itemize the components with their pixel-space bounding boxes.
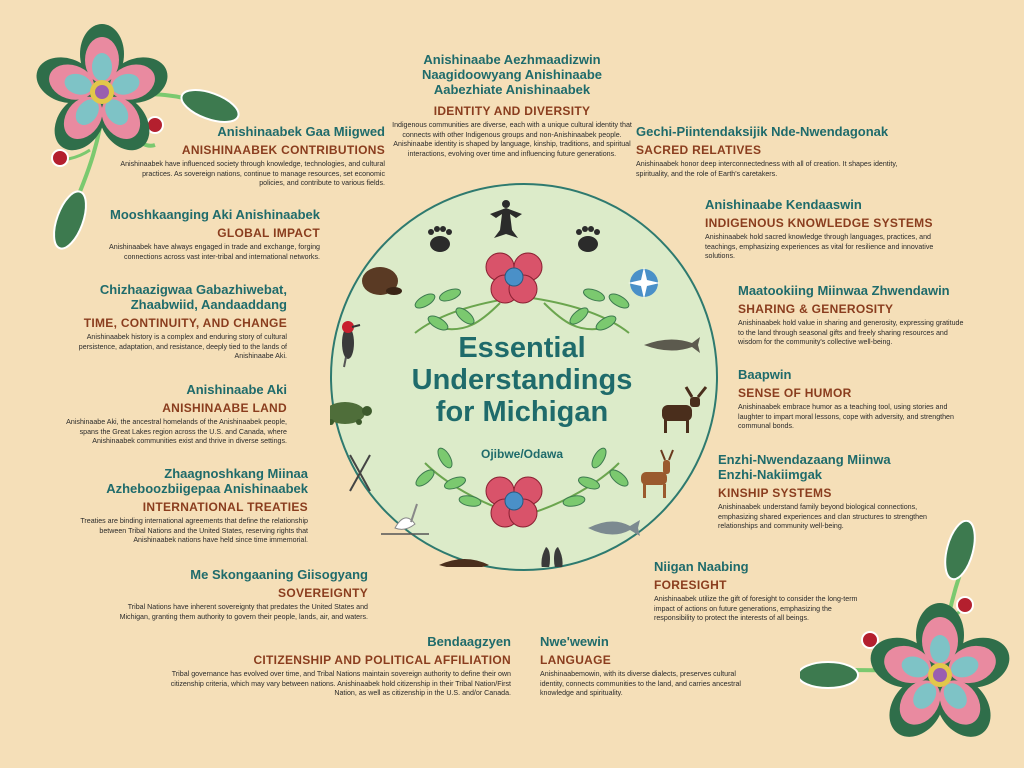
section-ojibwe-title: Niigan Naabing (654, 559, 749, 574)
section-kinship: Enzhi-Nwendazaang Miinwa Enzhi-Nakiimgak… (718, 452, 958, 532)
section-ojibwe-title: Me Skongaaning Giisogyang (190, 567, 368, 582)
section-heading: IDENTITY AND DIVERSITY (433, 104, 591, 118)
hoof-print-icon (541, 547, 563, 567)
section-ojibwe-title: Anishinaabe Aezhmaadizwin (423, 52, 601, 67)
section-heading: TIME, CONTINUITY, AND CHANGE (83, 316, 287, 330)
floral-icon (36, 24, 240, 250)
section-ojibwe-title: Maatookiing Miinwaa Zhwendawin (738, 283, 950, 298)
turtle-icon (330, 402, 372, 425)
section-text: Anishinaabek understand family beyond bi… (718, 503, 927, 531)
flower-bottom-icon (415, 447, 629, 528)
section-text: Indigenous communities are diverse, each… (392, 121, 632, 158)
subtitle: Ojibwe/Odawa (480, 447, 564, 461)
section-text: Anishinaabek embrace humor as a teaching… (738, 403, 954, 431)
section-heading: INTERNATIONAL TREATIES (142, 500, 308, 514)
section-text: Treaties are binding international agree… (80, 517, 308, 545)
page-title: Essential Understandings for Michigan (372, 332, 672, 428)
thunderbird-icon (490, 200, 522, 238)
section-contributions: Anishinaabek Gaa Miigwed ANISHINAABEK CO… (120, 124, 385, 189)
section-land: Anishinaabe Aki ANISHINAABE LAND Anishin… (55, 382, 287, 447)
bear-paw-icon (576, 226, 600, 252)
section-ojibwe-title: Mooshkaanging Aki Anishinaabek (110, 207, 320, 222)
section-ojibwe-title: Anishinaabe Aki (186, 382, 287, 397)
beaver-icon (362, 267, 402, 295)
section-text: Tribal Nations have inherent sovereignty… (119, 603, 368, 621)
section-language: Nwe'wewin LANGUAGE Anishinaabemowin, wit… (540, 634, 755, 699)
section-treaties: Zhaagnoshkang Miinaa Azheboozbiigepaa An… (60, 466, 308, 546)
section-text: Tribal governance has evolved over time,… (170, 670, 511, 698)
section-ojibwe-title: Enzhi-Nakiimgak (718, 467, 823, 482)
section-ojibwe-title: Baapwin (738, 367, 792, 382)
section-heading: ANISHINAABEK CONTRIBUTIONS (181, 143, 385, 157)
section-time: Chizhaazigwaa Gabazhiwebat, Zhaabwiid, A… (60, 282, 287, 362)
section-ojibwe-title: Zhaabwiid, Aandaaddang (130, 297, 287, 312)
section-ojibwe-title: Enzhi-Nwendazaang Miinwa (718, 452, 891, 467)
section-heading: FORESIGHT (654, 578, 727, 592)
section-ojibwe-title: Chizhaazigwaa Gabazhiwebat, (99, 282, 287, 297)
center-decorations (330, 200, 708, 567)
section-heading: LANGUAGE (540, 653, 612, 667)
compass-star-icon (628, 267, 660, 299)
section-relatives: Gechi-Piintendaksijik Nde-Nwendagonak SA… (636, 124, 901, 179)
section-ojibwe-title: Naagidoowyang Anishinaabe (421, 67, 603, 82)
sturgeon-icon (644, 337, 700, 353)
section-ojibwe-title: Bendaagzyen (427, 634, 511, 649)
section-heading: INDIGENOUS KNOWLEDGE SYSTEMS (705, 216, 933, 230)
section-ojibwe-title: Anishinaabek Gaa Miigwed (217, 124, 385, 139)
section-sharing: Maatookiing Miinwaa Zhwendawin SHARING &… (738, 283, 968, 348)
section-heading: GLOBAL IMPACT (217, 226, 320, 240)
catfish-icon (588, 520, 640, 536)
section-ojibwe-title: Nwe'wewin (540, 634, 609, 649)
section-ojibwe-title: Anishinaabe Kendaaswin (705, 197, 862, 212)
section-text: Anishinaabek hold value in sharing and g… (738, 319, 964, 347)
section-ojibwe-title: Aabezhiate Anishinaabek (433, 82, 591, 97)
section-ojibwe-title: Gechi-Piintendaksijik Nde-Nwendagonak (636, 124, 889, 139)
section-text: Anishinaabemowin, with its diverse diale… (540, 670, 741, 698)
section-heading: SACRED RELATIVES (636, 143, 762, 157)
section-heading: SENSE OF HUMOR (738, 386, 852, 400)
section-ojibwe-title: Azheboozbiigepaa Anishinaabek (106, 481, 308, 496)
bear-paw-icon (428, 226, 452, 252)
section-global: Mooshkaanging Aki Anishinaabek GLOBAL IM… (85, 207, 320, 262)
woodpecker-icon (342, 321, 361, 368)
section-sovereignty: Me Skongaaning Giisogyang SOVEREIGNTY Tr… (100, 567, 368, 622)
section-heading: CITIZENSHIP AND POLITICAL AFFILIATION (253, 653, 511, 667)
section-ojibwe-title: Zhaagnoshkang Miinaa (164, 466, 308, 481)
section-text: Anishinaabek utilize the gift of foresig… (654, 595, 858, 623)
title-line: for Michigan (435, 396, 609, 428)
title-line: Understandings (411, 364, 633, 396)
section-heading: ANISHINAABE LAND (162, 401, 287, 415)
section-citizenship: Bendaagzyen CITIZENSHIP AND POLITICAL AF… (165, 634, 511, 699)
section-text: Anishinaabek history is a complex and en… (78, 333, 287, 361)
crossed-sticks-icon (349, 454, 371, 492)
moose-icon (662, 386, 708, 433)
section-knowledge: Anishinaabe Kendaaswin INDIGENOUS KNOWLE… (705, 197, 950, 262)
section-heading: SOVEREIGNTY (278, 586, 368, 600)
floral-icon (800, 520, 1010, 737)
section-humor: Baapwin SENSE OF HUMOR Anishinaabek embr… (738, 367, 963, 432)
crane-icon (381, 503, 429, 535)
section-text: Anishinaabek have influenced society thr… (120, 160, 385, 188)
otter-icon (439, 559, 489, 567)
flower-top-icon (414, 252, 630, 334)
section-text: Anishinaabek honor deep interconnectedne… (636, 160, 898, 178)
section-identity: Anishinaabe Aezhmaadizwin Naagidoowyang … (392, 52, 632, 159)
title-line: Essential (458, 332, 586, 364)
deer-icon (641, 449, 674, 498)
section-text: Anishinaabe Aki, the ancestral homelands… (66, 418, 287, 446)
section-text: Anishinaabek have always engaged in trad… (109, 243, 320, 261)
section-text: Anishinaabek hold sacred knowledge throu… (705, 233, 934, 261)
section-heading: SHARING & GENEROSITY (738, 302, 894, 316)
section-heading: KINSHIP SYSTEMS (718, 486, 832, 500)
section-foresight: Niigan Naabing FORESIGHT Anishinaabek ut… (654, 559, 864, 624)
